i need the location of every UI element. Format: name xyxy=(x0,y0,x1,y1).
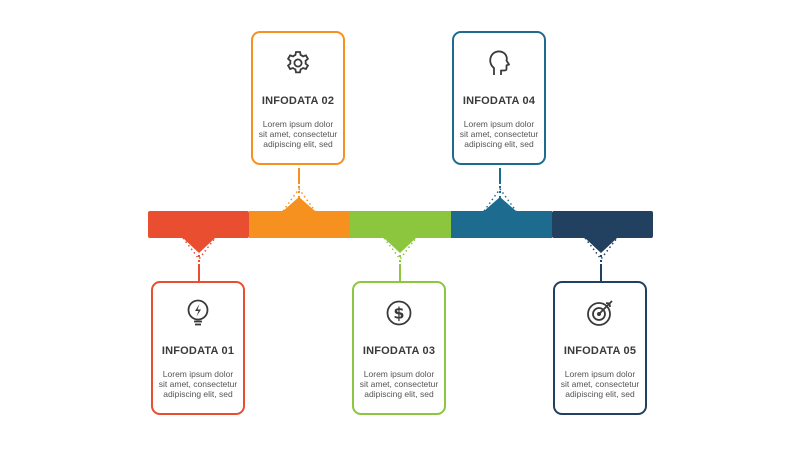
card-text-line: sit amet, consectetur xyxy=(158,379,238,389)
card-title: INFODATA 03 xyxy=(362,345,436,357)
infodata-card-03: $ INFODATA 03 Lorem ipsum dolor sit amet… xyxy=(352,281,446,415)
card-text-line: adipiscing elit, sed xyxy=(565,389,635,399)
card-text: Lorem ipsum dolor sit amet, consectetur … xyxy=(356,369,442,399)
timeline-segment-01 xyxy=(148,211,249,238)
card-text: Lorem ipsum dolor sit amet, consectetur … xyxy=(155,369,241,399)
card-text-line: sit amet, consectetur xyxy=(359,379,439,389)
dollar-icon: $ xyxy=(354,295,444,331)
svg-text:$: $ xyxy=(393,304,404,323)
timeline-segment-04 xyxy=(451,211,552,238)
card-text-line: adipiscing elit, sed xyxy=(364,389,434,399)
card-text-line: Lorem ipsum dolor xyxy=(463,119,535,129)
card-text: Lorem ipsum dolor sit amet, consectetur … xyxy=(255,119,341,149)
gear-icon xyxy=(253,45,343,81)
card-text: Lorem ipsum dolor sit amet, consectetur … xyxy=(557,369,643,399)
card-title: INFODATA 05 xyxy=(563,345,637,357)
lightbulb-icon xyxy=(153,295,243,331)
timeline-segment-02 xyxy=(249,211,350,238)
timeline-segment-05 xyxy=(552,211,653,238)
pointer-up-02 xyxy=(283,197,315,211)
card-text-line: sit amet, consectetur xyxy=(258,129,338,139)
card-text-line: sit amet, consectetur xyxy=(459,129,539,139)
card-text-line: adipiscing elit, sed xyxy=(163,389,233,399)
infodata-card-01: INFODATA 01 Lorem ipsum dolor sit amet, … xyxy=(151,281,245,415)
infodata-card-04: INFODATA 04 Lorem ipsum dolor sit amet, … xyxy=(452,31,546,165)
card-title: INFODATA 04 xyxy=(462,95,536,107)
infodata-card-05: INFODATA 05 Lorem ipsum dolor sit amet, … xyxy=(553,281,647,415)
target-icon xyxy=(555,295,645,331)
card-text: Lorem ipsum dolor sit amet, consectetur … xyxy=(456,119,542,149)
card-text-line: adipiscing elit, sed xyxy=(464,139,534,149)
card-text-line: Lorem ipsum dolor xyxy=(363,369,435,379)
pointer-dotted-02 xyxy=(282,187,316,212)
card-text-line: Lorem ipsum dolor xyxy=(564,369,636,379)
card-text-line: adipiscing elit, sed xyxy=(263,139,333,149)
infodata-card-02: INFODATA 02 Lorem ipsum dolor sit amet, … xyxy=(251,31,345,165)
card-text-line: sit amet, consectetur xyxy=(560,379,640,389)
pointer-dotted-04 xyxy=(483,187,517,212)
card-text-line: Lorem ipsum dolor xyxy=(162,369,234,379)
pointer-up-04 xyxy=(484,197,516,211)
card-text-line: Lorem ipsum dolor xyxy=(262,119,334,129)
timeline-segment-03 xyxy=(350,211,451,238)
head-icon xyxy=(454,45,544,81)
card-title: INFODATA 02 xyxy=(261,95,335,107)
card-title: INFODATA 01 xyxy=(161,345,235,357)
